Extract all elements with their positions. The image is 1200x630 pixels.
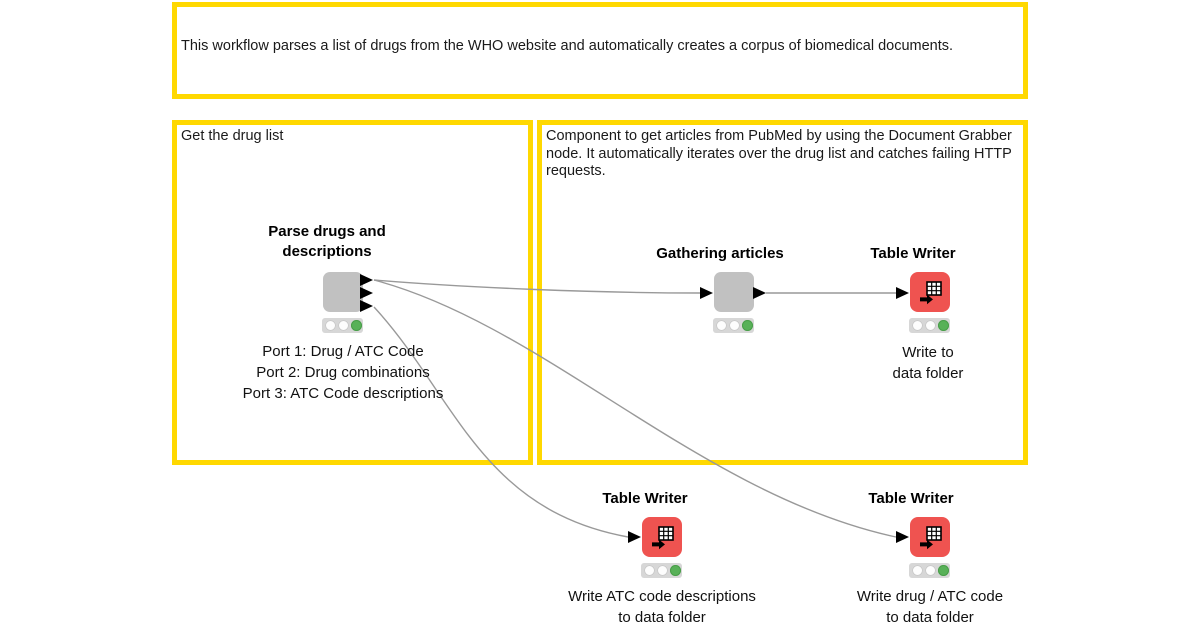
gathering-articles-traffic-light: [713, 318, 754, 333]
traffic-light-red-icon: [716, 320, 727, 331]
traffic-light-red-icon: [325, 320, 336, 331]
traffic-light-red-icon: [644, 565, 655, 576]
traffic-light-green-icon: [938, 320, 949, 331]
table-writer-icon: [651, 525, 674, 549]
annotation-workflow-description-text: This workflow parses a list of drugs fro…: [181, 38, 954, 54]
table-writer-drug-atc-input-port[interactable]: [896, 530, 909, 543]
traffic-light-red-icon: [912, 320, 923, 331]
table-writer-atc-desc-input-port[interactable]: [628, 530, 641, 543]
traffic-light-green-icon: [938, 565, 949, 576]
table-writer-drug-atc-label: Write drug / ATC code to data folder: [780, 586, 1080, 628]
parse-drugs-port2-label: Port 2: Drug combinations: [256, 364, 430, 381]
table-writer-atc-desc-title: Table Writer: [602, 490, 688, 507]
label-line: Write drug / ATC code: [856, 588, 1004, 605]
traffic-light-green-icon: [351, 320, 362, 331]
parse-drugs-node[interactable]: [323, 272, 363, 312]
traffic-light-red-icon: [912, 565, 923, 576]
parse-drugs-title: Parse drugs and descriptions: [268, 223, 386, 260]
table-writer-atc-desc-node[interactable]: [642, 517, 682, 557]
parse-drugs-port1-label: Port 1: Drug / ATC Code: [262, 343, 424, 360]
connection-parse-to-gathering[interactable]: [373, 279, 701, 294]
table-writer-atc-desc-label: Write ATC code descriptions to data fold…: [512, 586, 812, 628]
parse-drugs-port-description: Port 1: Drug / ATC Code Port 2: Drug com…: [193, 341, 493, 404]
table-writer-articles-label: Write to data folder: [828, 342, 1028, 384]
gathering-articles-node[interactable]: [714, 272, 754, 312]
table-writer-articles-node[interactable]: [910, 272, 950, 312]
traffic-light-yellow-icon: [925, 320, 936, 331]
connection-parse-to-table-writer-atc-desc[interactable]: [373, 306, 629, 538]
gathering-articles-output-port[interactable]: [753, 286, 766, 299]
table-writer-drug-atc-node[interactable]: [910, 517, 950, 557]
annotation-get-drug-list[interactable]: Get the drug list: [172, 120, 533, 465]
annotation-pubmed-component-text: Component to get articles from PubMed by…: [546, 128, 1012, 179]
traffic-light-yellow-icon: [338, 320, 349, 331]
parse-drugs-output-port-2[interactable]: [360, 287, 373, 299]
gathering-articles-input-port[interactable]: [700, 286, 713, 299]
table-writer-articles-title: Table Writer: [870, 245, 956, 262]
table-writer-drug-atc-traffic-light: [909, 563, 950, 578]
traffic-light-yellow-icon: [925, 565, 936, 576]
traffic-light-green-icon: [742, 320, 753, 331]
traffic-light-green-icon: [670, 565, 681, 576]
label-line: data folder: [892, 365, 964, 382]
connection-parse-to-table-writer-drug-atc[interactable]: [373, 279, 897, 538]
annotation-get-drug-list-text: Get the drug list: [181, 128, 284, 144]
traffic-light-yellow-icon: [657, 565, 668, 576]
table-writer-icon: [919, 525, 942, 549]
table-writer-drug-atc-title: Table Writer: [868, 490, 954, 507]
label-line: to data folder: [886, 609, 974, 626]
table-writer-icon: [919, 280, 942, 304]
label-line: to data folder: [618, 609, 706, 626]
traffic-light-yellow-icon: [729, 320, 740, 331]
parse-drugs-output-port-1[interactable]: [360, 273, 373, 286]
parse-drugs-output-port-3[interactable]: [360, 300, 373, 312]
parse-drugs-traffic-light: [322, 318, 363, 333]
table-writer-articles-traffic-light: [909, 318, 950, 333]
label-line: Write to: [902, 344, 954, 361]
label-line: Write ATC code descriptions: [568, 588, 756, 605]
table-writer-articles-input-port[interactable]: [896, 286, 909, 299]
parse-drugs-port3-label: Port 3: ATC Code descriptions: [242, 385, 444, 402]
annotation-workflow-description[interactable]: This workflow parses a list of drugs fro…: [172, 2, 1028, 99]
gathering-articles-title: Gathering articles: [656, 245, 784, 262]
table-writer-atc-desc-traffic-light: [641, 563, 682, 578]
